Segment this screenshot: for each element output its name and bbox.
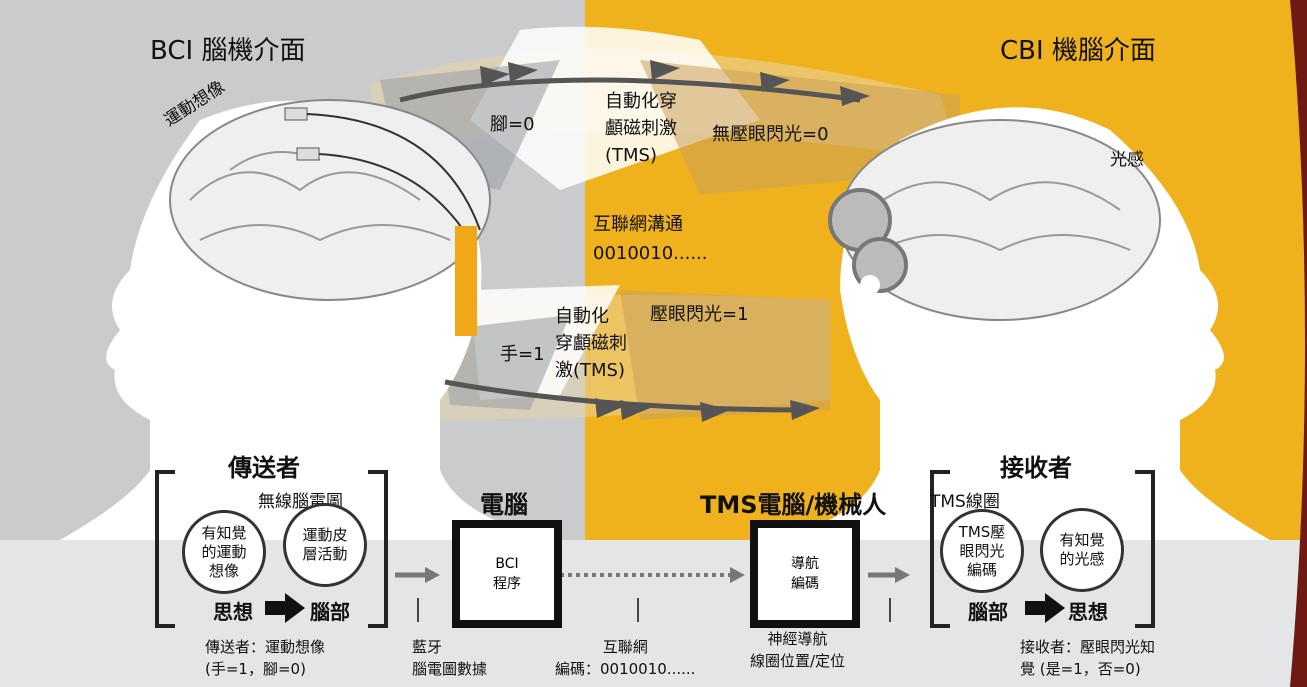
receiver-circle-light-perception: 有知覺 的光感 <box>1040 508 1124 592</box>
sender-bracket-left <box>155 470 175 628</box>
tms-auto-bottom-label: 自動化 穿顱磁刺 激(TMS) <box>555 306 627 381</box>
receiver-circle-phosphene-coding: TMS壓 眼閃光 編碼 <box>940 509 1024 593</box>
cbi-title: CBI 機腦介面 <box>1000 36 1156 66</box>
connector-robot-receiver-head <box>895 567 910 583</box>
receiver-brain-folds <box>869 181 1131 252</box>
eeg-electrode-1 <box>284 107 308 121</box>
sender-flow-thought: 思想 <box>213 600 253 624</box>
receiver-flow-thought: 思想 <box>1068 600 1108 624</box>
receiver-title: 接收者 <box>1000 454 1072 482</box>
sender-bracket-right <box>368 470 388 628</box>
internet-caption: 互聯網 編碼：0010010...... <box>555 638 696 678</box>
corner-accent <box>1290 0 1307 687</box>
bottom-arrow-tan <box>620 290 830 420</box>
hand-label: 手=1 <box>500 344 545 365</box>
bluetooth-caption: 藍牙 腦電圖數據 <box>412 638 488 678</box>
eeg-device <box>455 226 477 336</box>
sender-title: 傳送者 <box>228 454 300 482</box>
receiver-bracket-right <box>1135 470 1155 628</box>
tms-auto-top-label: 自動化穿 顱磁刺激 (TMS) <box>605 91 677 166</box>
tms-coil-hole <box>860 275 880 295</box>
tms-robot-title: TMS電腦/機械人 <box>700 491 887 519</box>
upper-arrowheads <box>480 60 870 106</box>
bci-program-box: BCI 程序 <box>452 520 562 628</box>
sender-flow-brain: 腦部 <box>310 600 350 624</box>
binary-code-label: 0010010...... <box>593 243 708 264</box>
eeg-wires <box>306 113 481 241</box>
sender-flow-arrow <box>265 593 305 623</box>
sender-caption: 傳送者：運動想像 (手=1，腳=0) <box>205 638 326 678</box>
phosphene-label: 壓眼閃光=1 <box>650 304 749 325</box>
connector-internet-head <box>730 567 745 583</box>
foot-label: 腳=0 <box>490 114 535 135</box>
receiver-flow-brain: 腦部 <box>968 600 1008 624</box>
tms-coil-label: TMS線圈 <box>930 492 1000 512</box>
sender-circle-motor-imagery: 有知覺 的運動 想像 <box>182 510 266 594</box>
internet-comm-label: 互聯網溝通 <box>593 214 683 235</box>
computer-title: 電腦 <box>480 491 528 519</box>
eeg-electrode-2 <box>296 147 320 161</box>
light-sense-label: 光感 <box>1110 150 1144 170</box>
sender-brain <box>169 99 491 301</box>
receiver-flow-arrow <box>1025 593 1065 623</box>
upper-signal-line <box>399 77 861 103</box>
receiver-caption: 接收者：壓眼閃光知 覺 (是=1，否=0) <box>1020 638 1156 678</box>
neuronav-caption: 神經導航 線圈位置/定位 <box>750 630 846 670</box>
lower-arrowheads <box>595 398 820 422</box>
receiver-bracket-left <box>930 470 950 628</box>
no-phosphene-label: 無壓眼閃光=0 <box>712 124 829 145</box>
connector-sender-computer-head <box>425 567 440 583</box>
sender-circle-motor-cortex: 運動皮 層活動 <box>283 503 367 587</box>
navigation-coding-box: 導航 編碼 <box>750 520 860 628</box>
bci-title: BCI 腦機介面 <box>150 36 306 66</box>
